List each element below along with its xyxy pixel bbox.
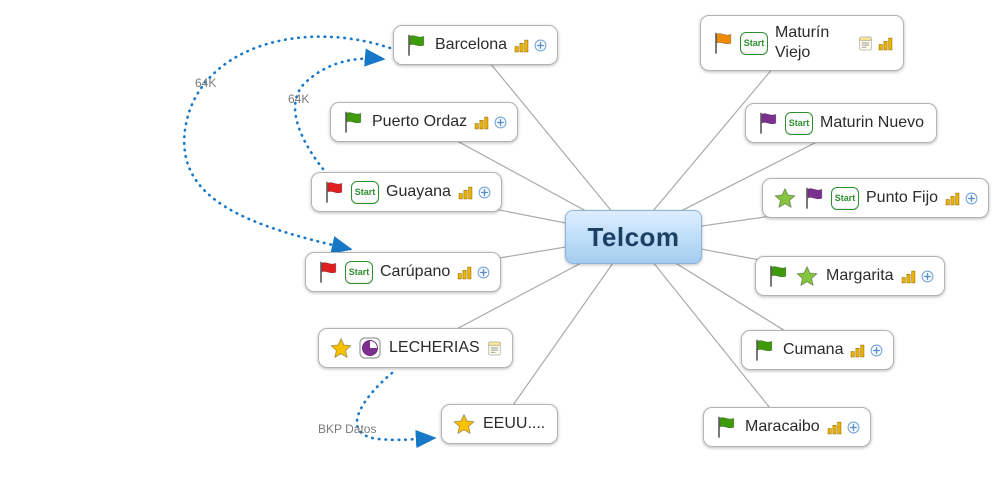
purple-flag-icon (802, 186, 826, 210)
expand-icon[interactable] (478, 186, 491, 199)
red-flag-icon (316, 260, 340, 284)
root-node-label: Telcom (587, 221, 680, 252)
bar-chart-icon (474, 115, 489, 130)
red-flag-icon (322, 180, 346, 204)
node-label: Maturin Nuevo (820, 114, 925, 131)
edge-label-64k-b: 64K (288, 92, 310, 106)
purple-flag-icon (756, 111, 780, 135)
node-label: Carúpano (380, 263, 451, 280)
node-maturin-nuevo[interactable]: Start Maturin Nuevo (745, 103, 938, 143)
expand-icon[interactable] (494, 116, 507, 129)
node-lecherias[interactable]: LECHERIAS (318, 328, 513, 368)
node-label: Barcelona (435, 36, 508, 53)
link-lecherias-eeuu (355, 371, 437, 449)
expand-icon[interactable] (477, 266, 490, 279)
expand-icon[interactable] (921, 270, 934, 283)
node-margarita[interactable]: Margarita (755, 256, 945, 296)
yellow-star-icon (452, 412, 476, 436)
root-node-telcom[interactable]: Telcom (565, 210, 702, 264)
bar-chart-icon (850, 343, 865, 358)
green-flag-icon (714, 415, 738, 439)
edge-label-64k-a: 64K (195, 76, 217, 90)
node-eeuu[interactable]: EEUU.... (441, 404, 559, 444)
memo-icon[interactable] (487, 341, 502, 356)
green-star-icon (773, 186, 797, 210)
expand-icon[interactable] (870, 344, 883, 357)
orange-flag-icon (711, 31, 735, 55)
green-flag-icon (404, 33, 428, 57)
start-icon: Start (345, 260, 373, 284)
cross-link-arrows (182, 35, 437, 449)
node-maracaibo[interactable]: Maracaibo (703, 407, 871, 447)
node-cumana[interactable]: Cumana (741, 330, 895, 370)
node-label: Margarita (826, 267, 894, 284)
node-carupano[interactable]: Start Carúpano (305, 252, 502, 292)
node-label: Punto Fijo (866, 189, 939, 206)
start-icon: Start (351, 180, 379, 204)
node-label: Guayana (386, 183, 451, 200)
expand-icon[interactable] (534, 39, 547, 52)
node-puerto-ordaz[interactable]: Puerto Ordaz (330, 102, 519, 142)
node-label: Maturín Viejo (775, 24, 830, 61)
node-maturin-viejo[interactable]: Start Maturín Viejo (700, 15, 904, 71)
start-icon: Start (785, 111, 813, 135)
bar-chart-icon (878, 36, 893, 51)
bar-chart-icon (901, 269, 916, 284)
edge-label-bkp-datos: BKP Datos (318, 422, 377, 436)
progress-icon (358, 336, 382, 360)
bar-chart-icon (827, 420, 842, 435)
bar-chart-icon (945, 191, 960, 206)
node-label: Maracaibo (745, 418, 820, 435)
green-flag-icon (752, 338, 776, 362)
start-icon: Start (831, 186, 859, 210)
bar-chart-icon (514, 38, 529, 53)
memo-icon[interactable] (858, 36, 873, 51)
green-flag-icon (766, 264, 790, 288)
node-barcelona[interactable]: Barcelona (393, 25, 559, 65)
green-flag-icon (341, 110, 365, 134)
node-label: Puerto Ordaz (372, 113, 468, 130)
link-barcelona-carupano (182, 35, 392, 254)
node-label: LECHERIAS (389, 339, 480, 356)
expand-icon[interactable] (965, 192, 978, 205)
yellow-star-icon (329, 336, 353, 360)
expand-icon[interactable] (847, 421, 860, 434)
start-icon: Start (740, 31, 768, 55)
bar-chart-icon (458, 185, 473, 200)
bar-chart-icon (457, 265, 472, 280)
green-star-icon (795, 264, 819, 288)
node-label: EEUU.... (483, 415, 546, 432)
node-label: Cumana (783, 341, 844, 358)
node-guayana[interactable]: Start Guayana (311, 172, 502, 212)
node-punto-fijo[interactable]: Start Punto Fijo (762, 178, 990, 218)
